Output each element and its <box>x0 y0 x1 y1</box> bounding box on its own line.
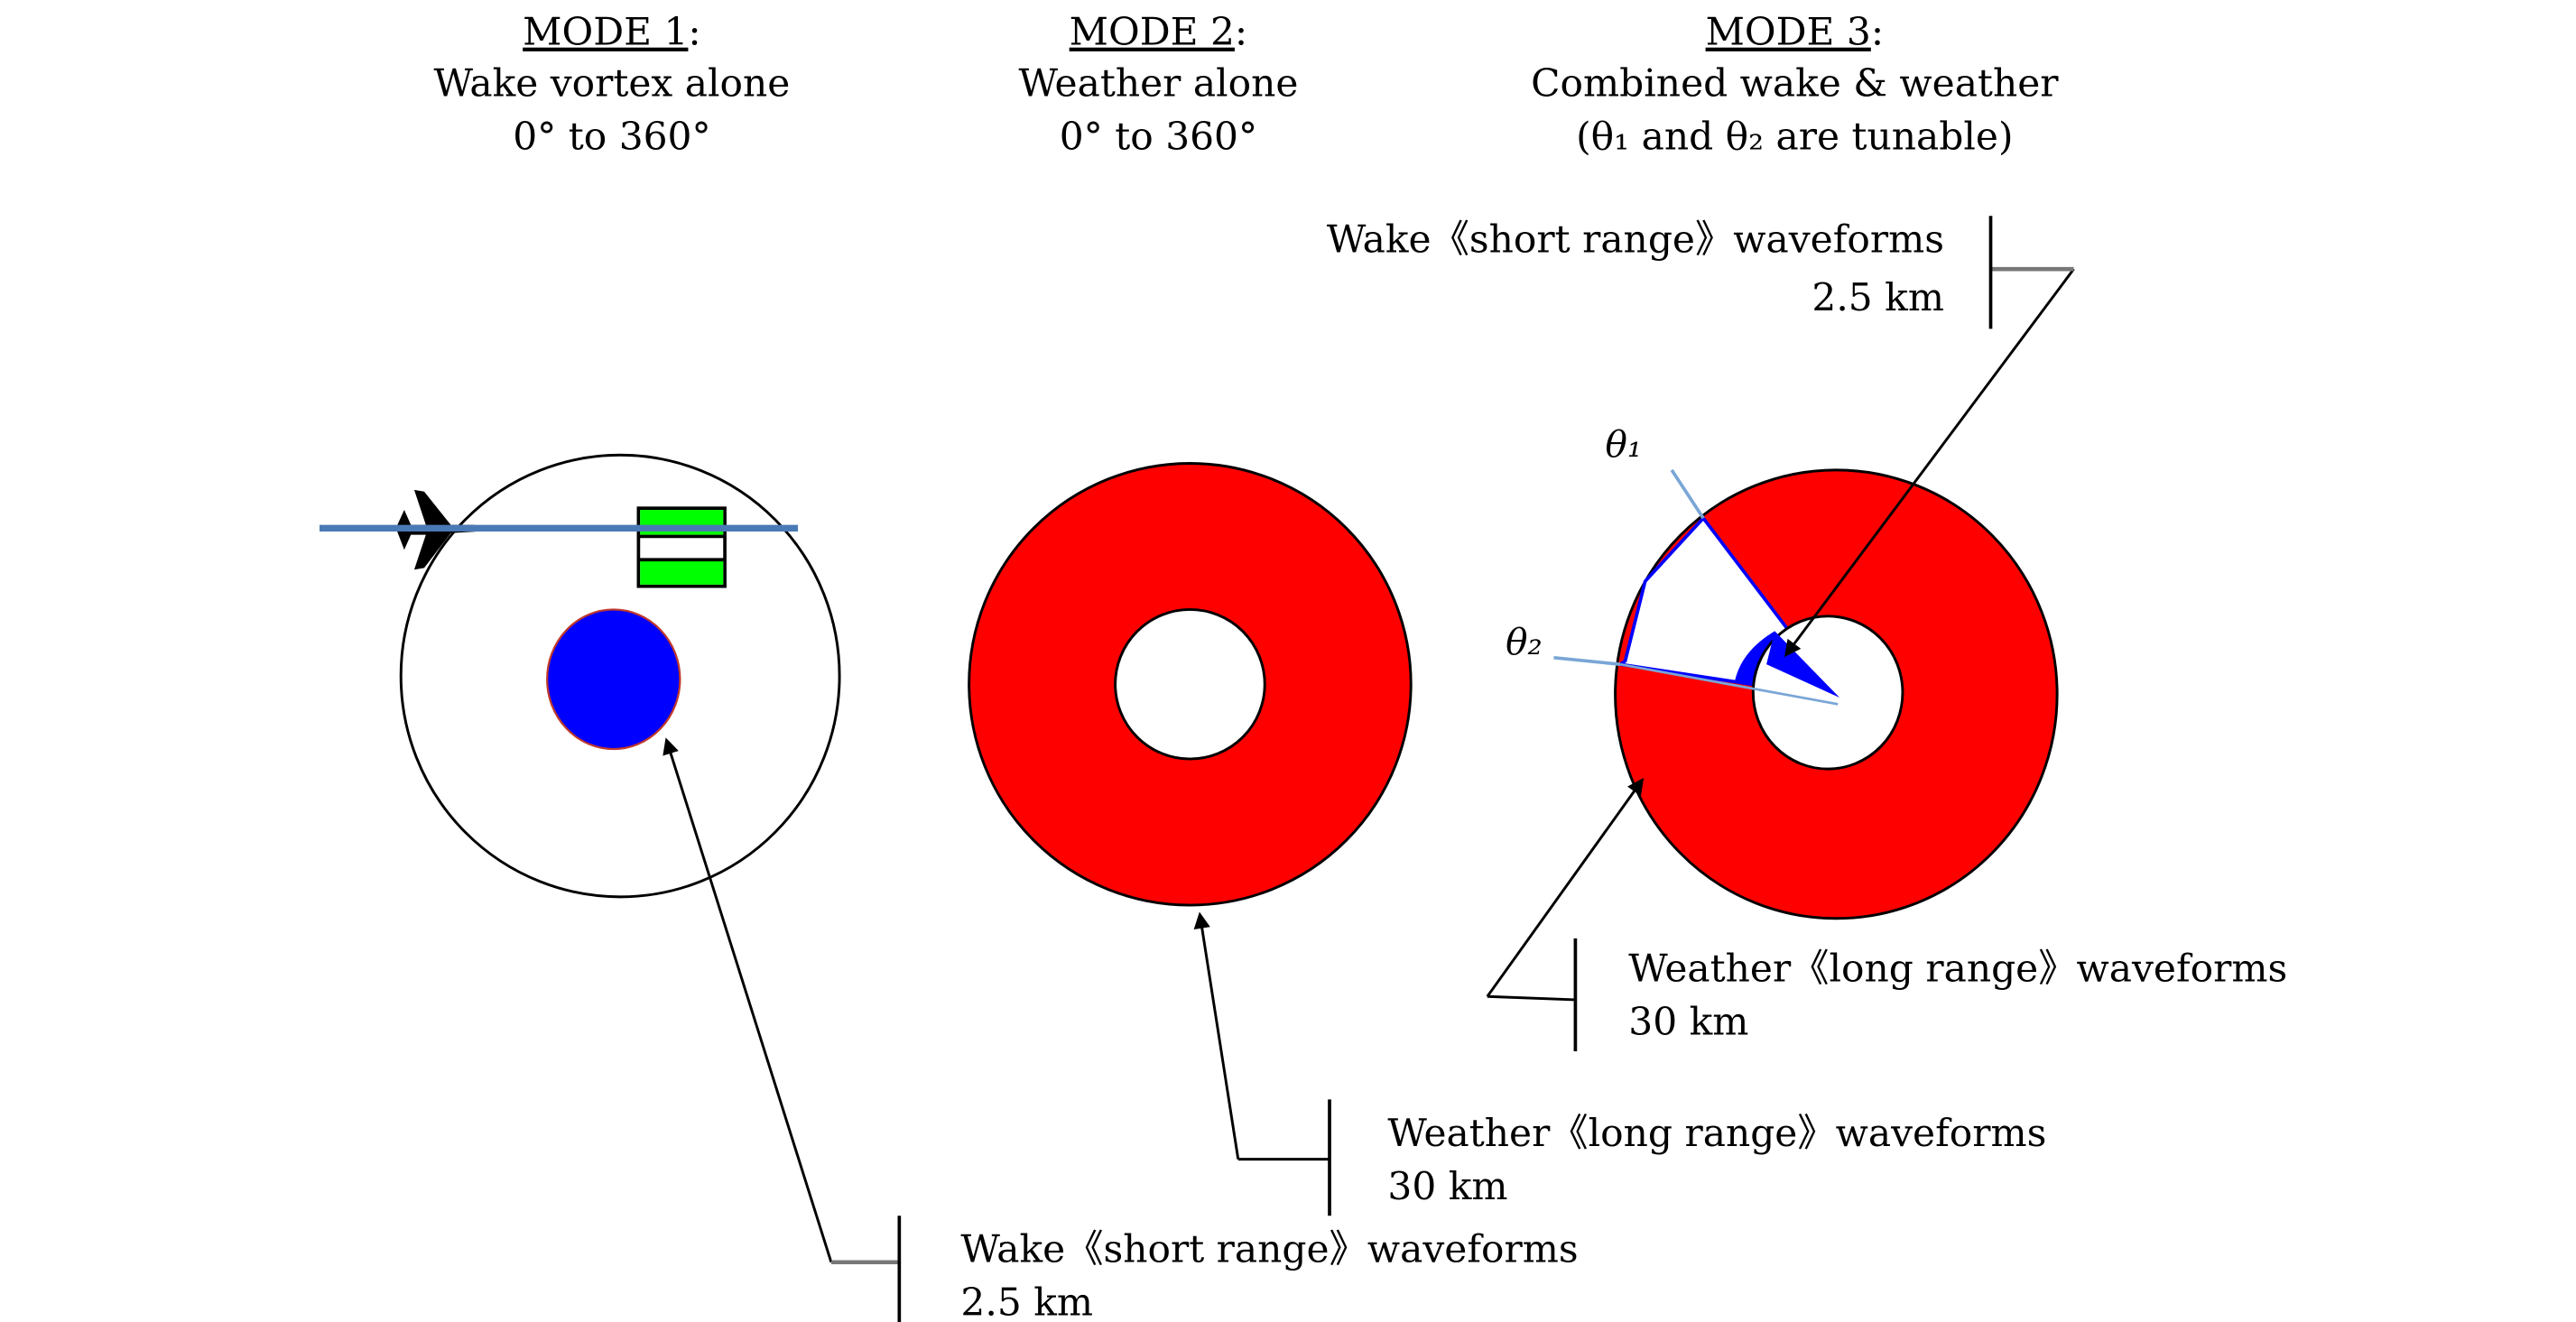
receiver-box <box>636 506 727 588</box>
mode3-wake-callout-label: Wake《short range》waveforms <box>1327 217 1944 262</box>
mode3-diagram: θ₁ θ₂ Wake《short range》waveforms 2.5 km … <box>1327 216 2287 1052</box>
mode3-desc: Combined wake & weather <box>1531 61 2059 106</box>
mode1-diagram: Wake《short range》waveforms 2.5 km <box>320 453 1579 1322</box>
mode2-heading: MODE 2 <box>1070 10 1235 54</box>
mode3-range: (θ₁ and θ₂ are tunable) <box>1576 115 2013 159</box>
callout-arrow <box>1193 911 1240 1160</box>
theta1-label: θ₁ <box>1606 422 1643 466</box>
mode1-title: MODE 1: Wake vortex alone 0° to 360° <box>434 10 791 159</box>
mode3-wake-callout-range: 2.5 km <box>1812 275 1944 319</box>
colon: : <box>1871 10 1884 54</box>
wake-zone <box>546 608 681 751</box>
svg-text:MODE 3:: MODE 3: <box>1706 10 1885 54</box>
mode1-callout-range: 2.5 km <box>960 1280 1093 1322</box>
mode3-heading: MODE 3 <box>1706 10 1871 54</box>
mode1-callout-label: Wake《short range》waveforms <box>960 1227 1578 1271</box>
mode2-diagram: Weather《long range》waveforms 30 km <box>968 462 2046 1216</box>
theta1-line <box>1670 468 1705 520</box>
mode1-desc: Wake vortex alone <box>434 61 791 106</box>
mode2-title: MODE 2: Weather alone 0° to 360° <box>1018 10 1298 159</box>
svg-text:MODE 2:: MODE 2: <box>1070 10 1248 54</box>
colon: : <box>1235 10 1247 54</box>
svg-text:MODE 1:: MODE 1: <box>523 10 701 54</box>
mode1-range: 0° to 360° <box>513 115 710 159</box>
theta2-ray <box>1619 662 1839 706</box>
mode3-weather-callout-range: 30 km <box>1628 1000 1748 1044</box>
callout-leader <box>1487 994 1576 1002</box>
theta2-label: θ₂ <box>1506 620 1543 663</box>
mode1-heading: MODE 1 <box>523 10 688 54</box>
mode2-desc: Weather alone <box>1018 61 1298 106</box>
callout-arrow <box>1486 778 1645 998</box>
callout-arrow <box>663 737 833 1263</box>
theta2-line <box>1553 655 1621 667</box>
mode3-title: MODE 3: Combined wake & weather (θ₁ and … <box>1531 10 2059 159</box>
mode2-range: 0° to 360° <box>1060 115 1257 159</box>
callout-arrow <box>1784 268 2075 658</box>
inner-hole <box>1114 607 1266 761</box>
mode2-callout-range: 30 km <box>1387 1164 1507 1208</box>
mode2-callout-label: Weather《long range》waveforms <box>1387 1111 2046 1155</box>
colon: : <box>688 10 700 54</box>
coverage-circle <box>399 453 841 899</box>
mode3-weather-callout-label: Weather《long range》waveforms <box>1628 947 2287 991</box>
